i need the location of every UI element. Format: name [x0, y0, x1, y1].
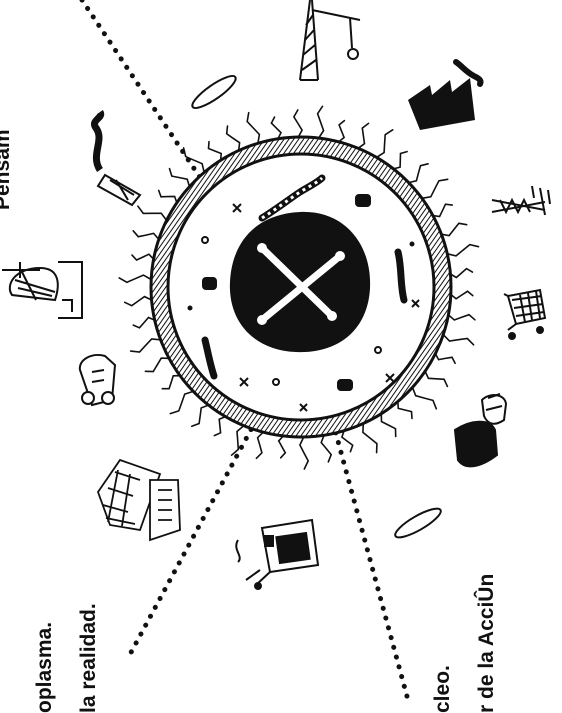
cilium — [133, 231, 159, 240]
cilium — [321, 435, 331, 462]
cilium — [441, 223, 466, 235]
cilium — [300, 437, 308, 469]
cilium — [422, 179, 448, 198]
power-tower-icon — [492, 186, 550, 215]
label-nucleus-line2: r de la AcciÛn — [476, 574, 497, 713]
cilium — [138, 206, 167, 220]
cilium — [339, 121, 345, 142]
cilium — [377, 130, 393, 158]
cilium — [358, 123, 368, 148]
cilium — [209, 142, 222, 161]
smokestack-icon — [94, 112, 140, 205]
cilium — [409, 164, 428, 183]
cilium — [435, 354, 455, 364]
cilium — [279, 436, 286, 458]
crane-icon — [300, 0, 360, 80]
cilium — [227, 126, 240, 151]
label-cytoplasm-line2: la realidad. — [78, 603, 99, 713]
dot-mark — [189, 307, 192, 310]
label-top-right: Pensam — [0, 129, 13, 210]
jar-icon — [455, 394, 506, 466]
cilium — [232, 426, 244, 456]
capsule-organelle-icon — [338, 380, 352, 390]
cilium — [447, 245, 478, 256]
car-icon — [80, 355, 115, 405]
cilium — [162, 376, 180, 389]
cilium — [119, 275, 151, 282]
church-icon — [2, 262, 82, 318]
factory-icon — [408, 62, 481, 130]
cilium — [159, 190, 177, 202]
cilium — [425, 371, 447, 386]
cilium — [214, 417, 225, 436]
capsule-organelle-icon — [356, 195, 370, 206]
cilium — [170, 169, 190, 187]
capsule-organelle-icon — [203, 278, 216, 289]
cilium — [271, 117, 281, 139]
cilium — [433, 204, 452, 216]
cilium — [125, 297, 152, 306]
label-cytoplasm-line1: oplasma. — [34, 622, 55, 713]
cilium — [170, 391, 193, 413]
cilium — [450, 269, 472, 278]
shopping-cart-icon — [504, 290, 545, 339]
cilium — [132, 254, 154, 260]
cilium — [133, 318, 154, 328]
cilium — [294, 110, 302, 137]
cilium — [443, 335, 473, 345]
cilium — [394, 152, 408, 169]
cilium — [318, 106, 324, 138]
cilium — [192, 405, 209, 426]
cilium — [342, 431, 353, 452]
dot-mark — [411, 243, 414, 246]
buildings-icon — [98, 460, 180, 540]
cilium — [145, 358, 169, 372]
cilium — [398, 402, 412, 419]
cilium — [413, 387, 437, 408]
label-nucleus-line1: cleo. — [432, 665, 453, 713]
cilium — [256, 432, 263, 458]
cilium — [451, 291, 473, 299]
cilium — [247, 113, 259, 144]
cilium — [363, 424, 377, 453]
cilium — [131, 339, 161, 352]
cilium — [448, 315, 475, 320]
television-icon — [236, 520, 318, 589]
cilium — [381, 414, 395, 437]
